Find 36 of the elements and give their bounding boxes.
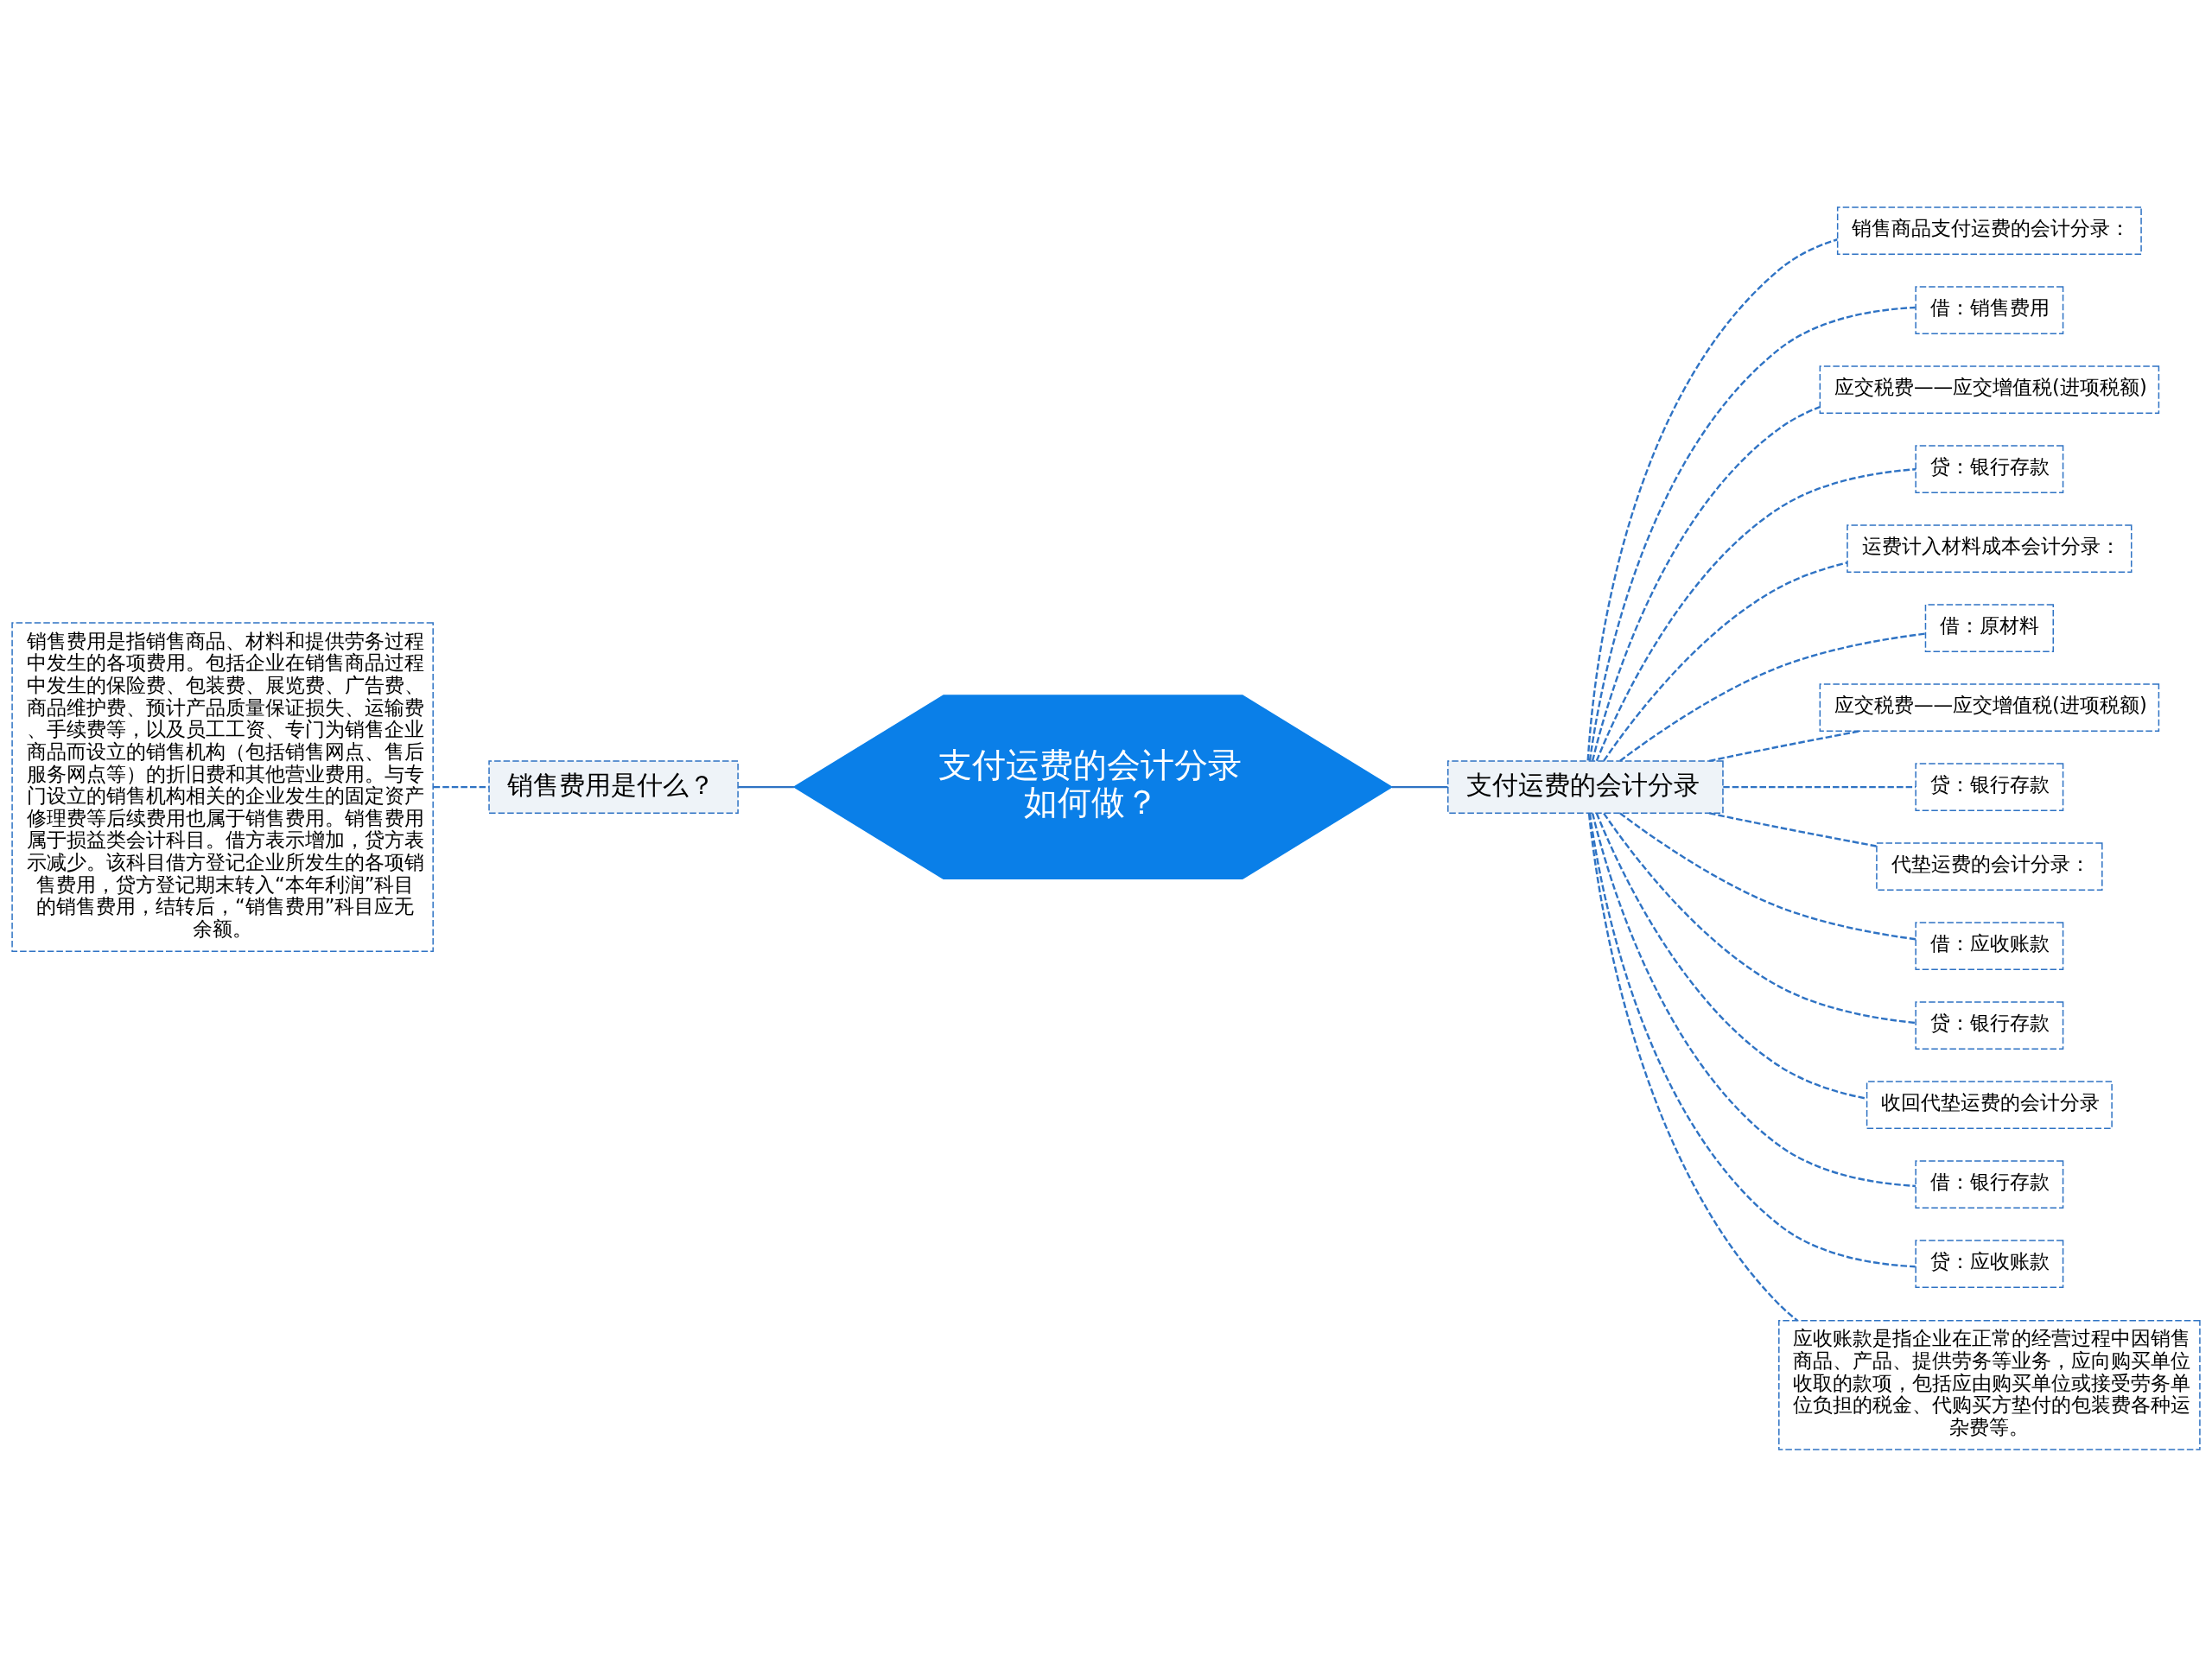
- connector: [1595, 812, 1867, 1100]
- connector: [433, 785, 489, 788]
- node-box: 借：原材料: [1924, 603, 2054, 652]
- connector: [1391, 785, 1448, 788]
- connector: [1723, 785, 1916, 788]
- node-box: 支付运费的会计分录: [1447, 759, 1724, 814]
- node-box: 应交税费——应交增值税(进项税额): [1819, 682, 2160, 732]
- node-box: 销售费用是什么？: [488, 759, 739, 814]
- connector: [1603, 812, 1916, 1024]
- node-box: 贷：银行存款: [1915, 444, 2064, 493]
- connector: [1708, 729, 1860, 762]
- node-box: 贷：银行存款: [1915, 762, 2064, 811]
- node-box: 运费计入材料成本会计分录：: [1847, 523, 2133, 573]
- node-box: 借：银行存款: [1915, 1159, 2064, 1209]
- connector: [1708, 811, 1877, 847]
- connector: [1619, 631, 1926, 762]
- connector: [1591, 405, 1821, 761]
- connector: [1588, 306, 1916, 761]
- connector: [1587, 813, 1798, 1322]
- connector: [1619, 812, 1916, 940]
- node-box: 贷：应收账款: [1915, 1239, 2064, 1288]
- connector: [1588, 812, 1916, 1267]
- connector: [738, 785, 794, 788]
- node-box: 应交税费——应交增值税(进项税额): [1819, 365, 2160, 414]
- node-box: 收回代垫运费的会计分录: [1866, 1080, 2113, 1129]
- node-box: 借：销售费用: [1915, 285, 2064, 334]
- node-box: 代垫运费的会计分录：: [1876, 841, 2103, 891]
- node-box: 销售费用是指销售商品、材料和提供劳务过程中发生的各项费用。包括企业在销售商品过程中发生的保险费、包装费、展览费、广告费、商品维护费、预计产品质量保证损失、运输费、手续费等，以及员工工资、专门为销售企业商品而设立的销售机构（包括销售网点、售后服务网点等）的折旧费和其他营业费用。与专门设立的销售机构相关的企业发生的固定资产修理费等后续费用也属于销售费用。销售费用属于损益类会计科目。借方表示增加，贷方表示减少。该科目借方登记企业所发生的各项销售费用，贷方登记期末转入“本年利润”科目的销售费用，结转后，“销售费用”科目应无余额。: [11, 621, 434, 952]
- connector: [1603, 561, 1848, 761]
- node-box: 应收账款是指企业在正常的经营过程中因销售商品、产品、提供劳务等业务，应向购买单位收取的款项，包括应由购买单位或接受劳务单位负担的税金、代购买方垫付的包装费各种运杂费等。: [1778, 1319, 2201, 1450]
- node-box: 贷：银行存款: [1915, 1000, 2064, 1050]
- connector: [1591, 812, 1916, 1187]
- connector: [1595, 467, 1916, 761]
- connector: [1586, 238, 1838, 760]
- node-box: 销售商品支付运费的会计分录：: [1836, 206, 2142, 255]
- node-box: 借：应收账款: [1915, 921, 2064, 970]
